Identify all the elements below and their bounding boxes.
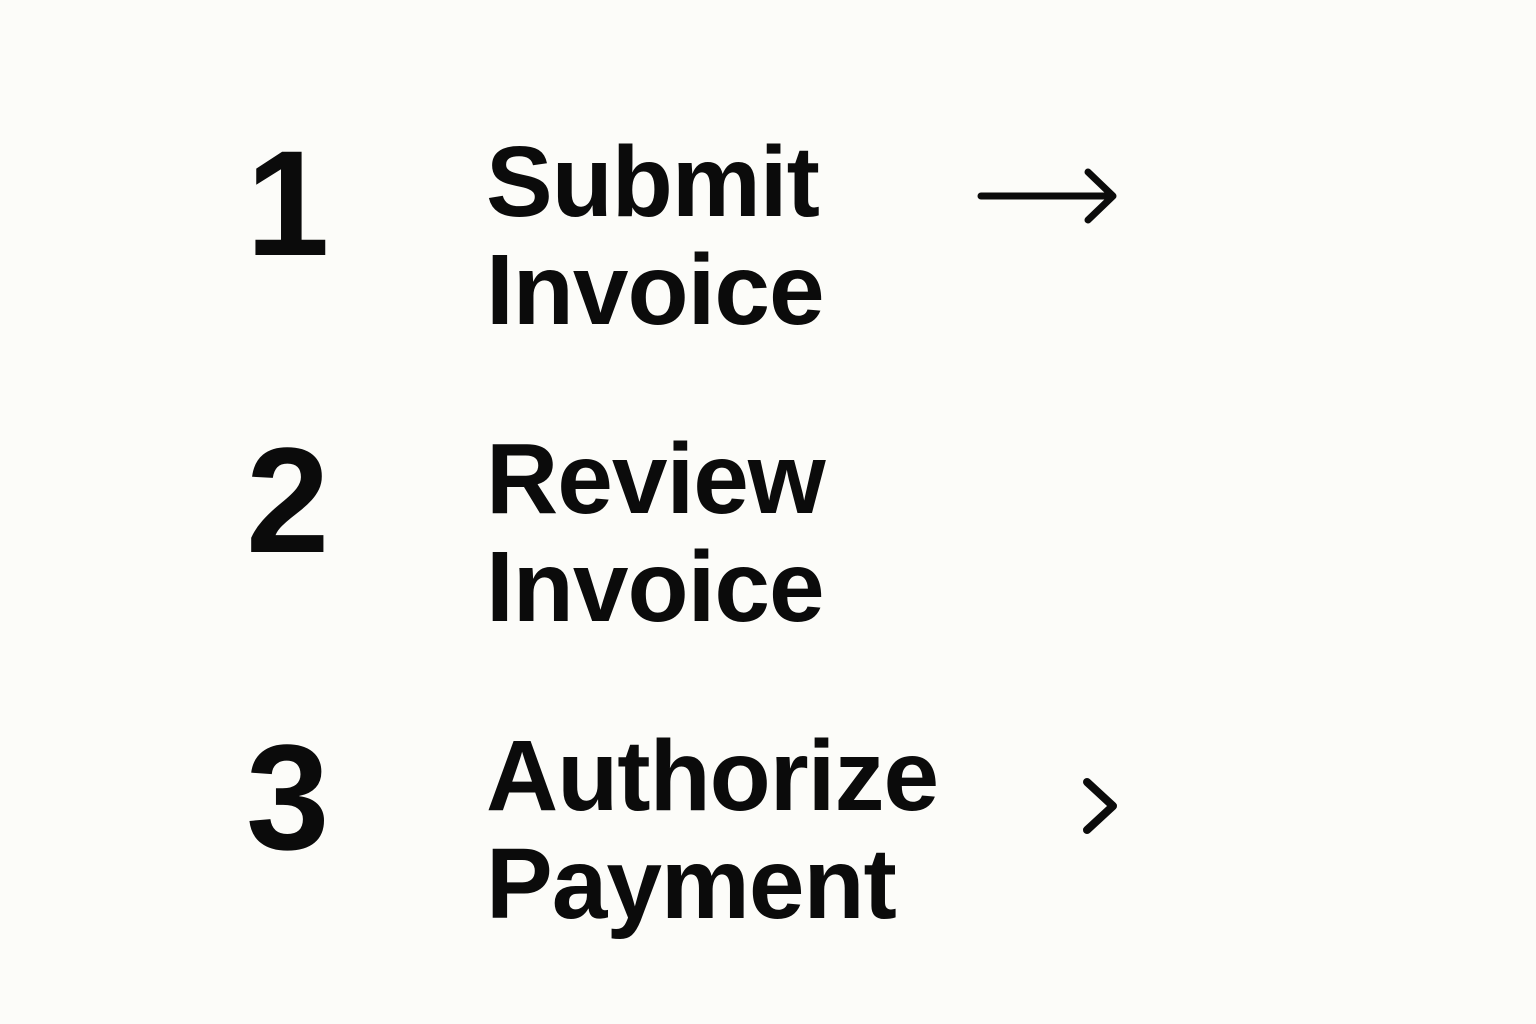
step-title-line-2: Invoice xyxy=(486,234,825,346)
step-title-line-2: Payment xyxy=(486,828,897,940)
step-title: Review Invoice xyxy=(486,423,826,643)
step-number: 3 xyxy=(246,713,329,881)
chevron-right-icon xyxy=(1083,778,1117,834)
step-number: 1 xyxy=(246,119,329,287)
step-number: 2 xyxy=(246,416,329,584)
step-title-line-1: Submit xyxy=(486,126,820,238)
step-title: Authorize Payment xyxy=(486,720,939,940)
step-title-line-2: Invoice xyxy=(486,531,825,643)
step-title-line-1: Review xyxy=(486,423,826,535)
step-title: Submit Invoice xyxy=(486,126,825,346)
arrow-right-icon xyxy=(977,168,1117,224)
step-title-line-1: Authorize xyxy=(486,720,939,832)
